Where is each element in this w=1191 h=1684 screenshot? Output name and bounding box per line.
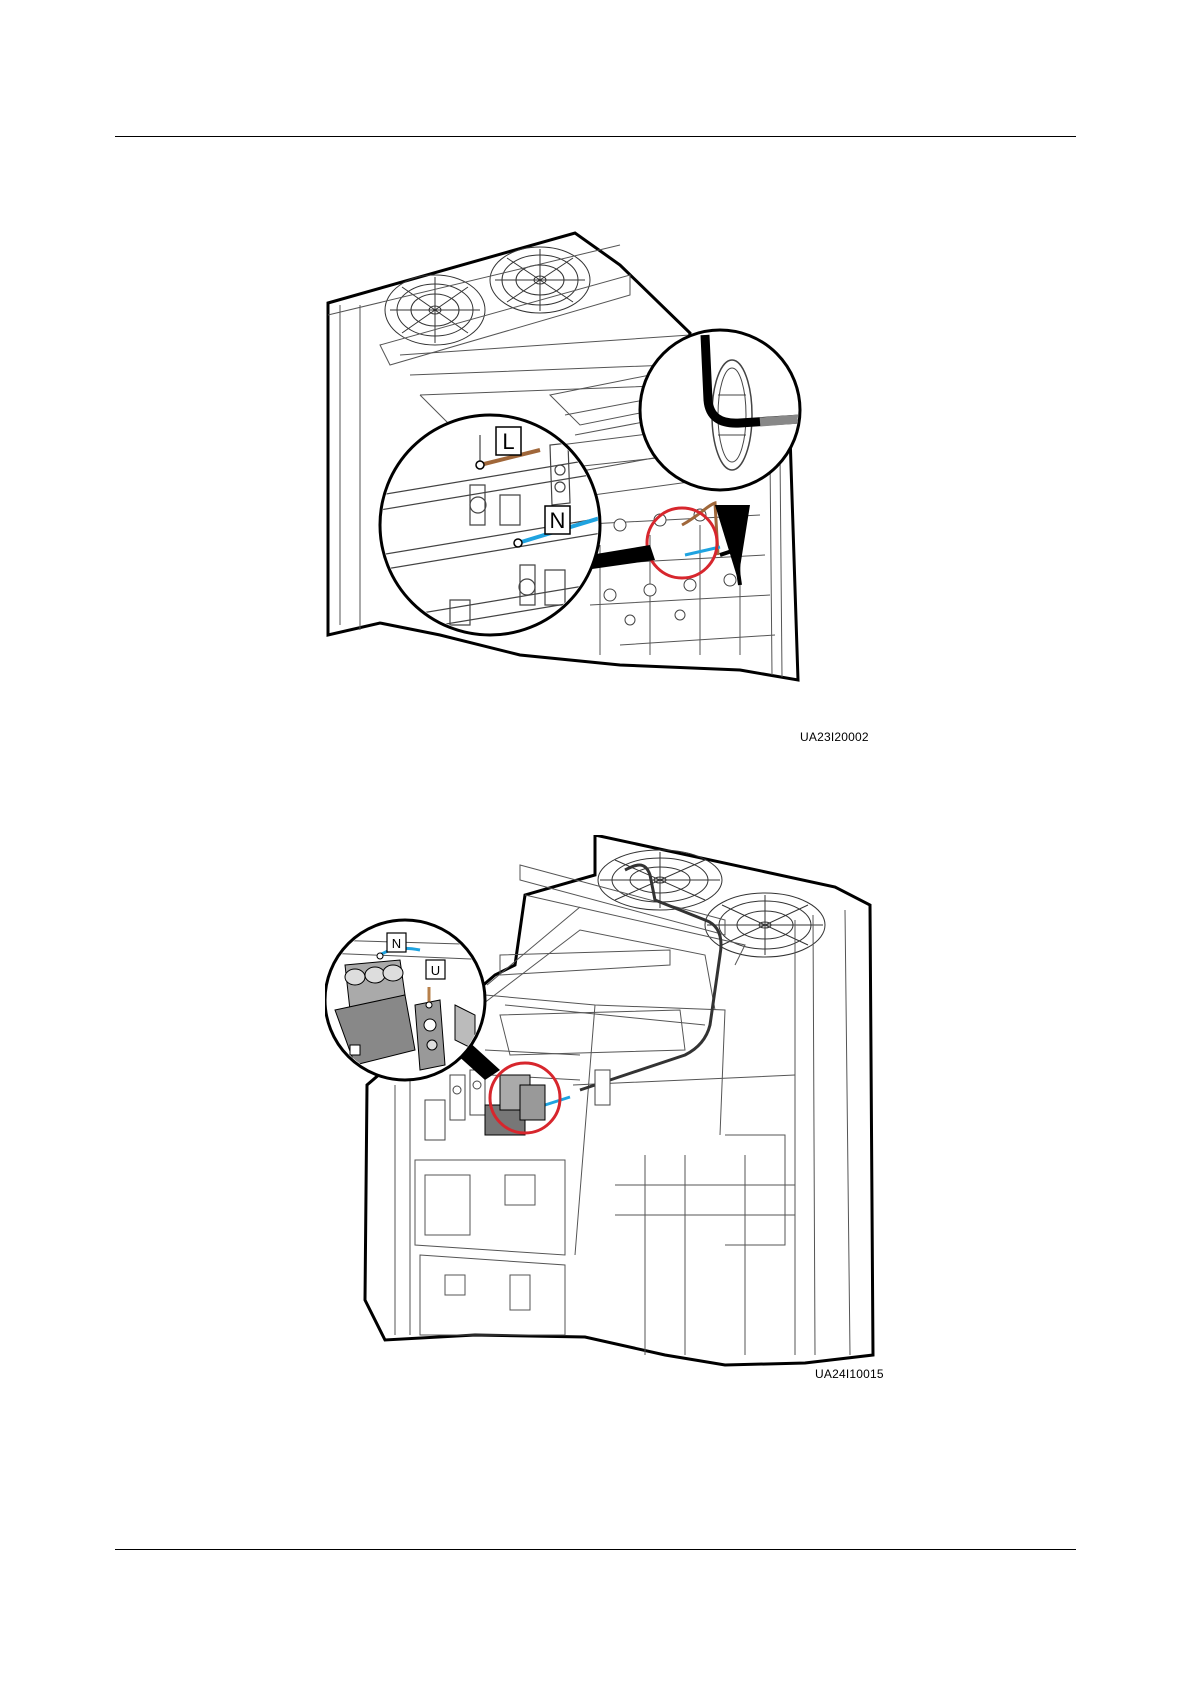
figure-1: L N UA23I20002 [320, 225, 880, 725]
figure-1-code: UA23I20002 [800, 730, 869, 744]
fan-left-icon [385, 275, 485, 345]
fan-right-icon [490, 247, 590, 313]
fan-right-icon [705, 893, 825, 957]
callout-neutral-label: N [550, 508, 566, 533]
footer-rule [115, 1549, 1076, 1550]
figure-2: N U UA24I10015 [325, 835, 885, 1375]
callout-neutral-label: N [392, 936, 401, 951]
callout-phase-label: U [431, 963, 440, 978]
callout-line-label: L [502, 429, 514, 454]
header-rule [115, 136, 1076, 137]
figure-2-illustration: N U [325, 835, 885, 1375]
figure-2-code: UA24I10015 [815, 1367, 884, 1381]
figure-1-illustration: L N [320, 225, 880, 725]
magnifier-right [640, 330, 800, 490]
